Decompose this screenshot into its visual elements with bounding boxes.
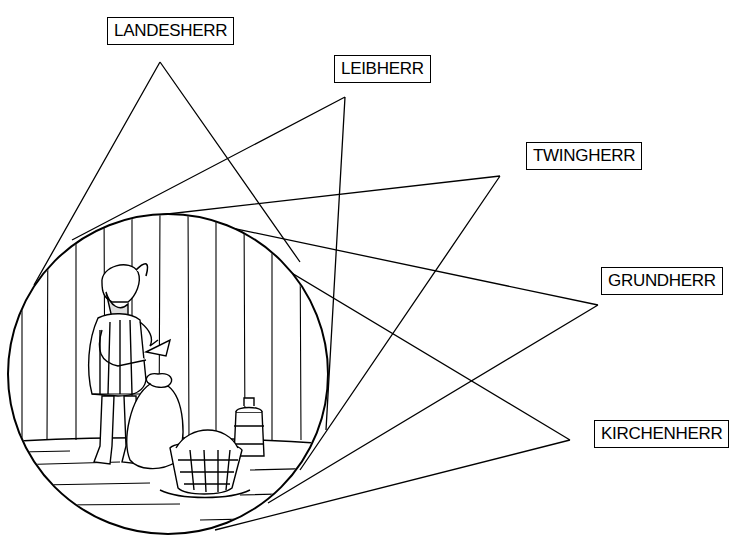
peasant-scene [5,205,330,520]
box-label: GRUNDHERR [608,271,716,291]
box-label: LANDESHERR [114,21,227,41]
label-box: LANDESHERR [107,17,234,45]
roundel [8,214,328,534]
label-box: GRUNDHERR [601,267,723,295]
label-box: KIRCHENHERR [594,420,729,448]
box-label: LEIBHERR [341,59,424,79]
box-label: TWINGHERR [533,146,635,166]
label-box: TWINGHERR [526,142,642,170]
box-label: KIRCHENHERR [601,424,722,444]
label-box: LEIBHERR [334,55,431,83]
